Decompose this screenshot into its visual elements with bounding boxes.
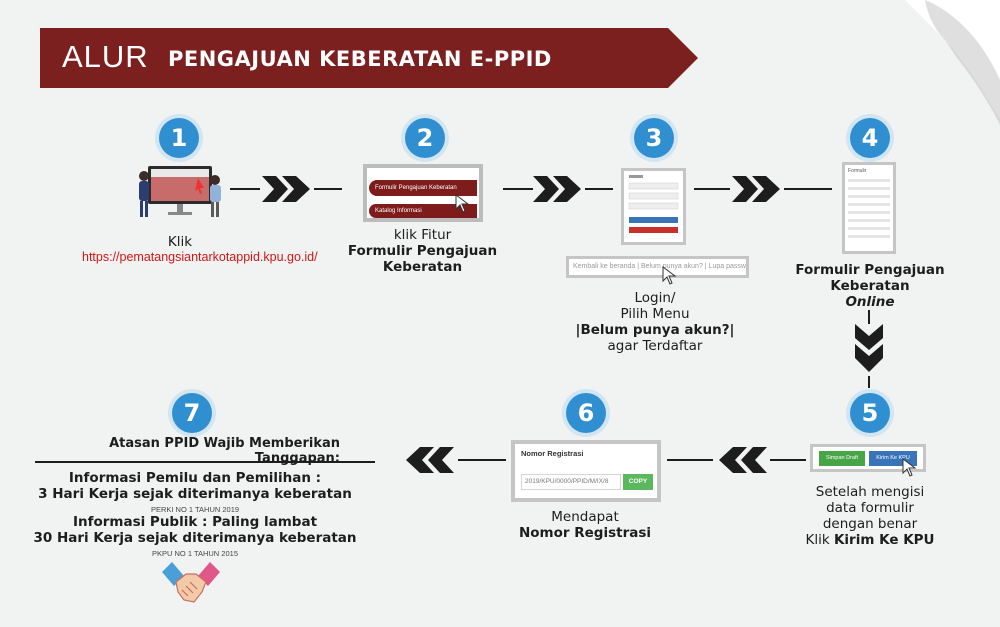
step-2-caption: klik Fitur Formulir Pengajuan Keberatan [340, 227, 505, 275]
chevron-right-icon [533, 176, 581, 202]
connector-line [230, 188, 260, 190]
step-7-circle: 7 [172, 393, 212, 433]
step-2-bold: Formulir Pengajuan Keberatan [347, 243, 498, 275]
step-7-divider [35, 461, 375, 463]
step-2-menu-screenshot: Formulir Pengajuan Keberatan Katalog Inf… [363, 164, 483, 222]
title-banner: ALUR PENGAJUAN KEBERATAN E-PPID [40, 28, 698, 88]
title-main: ALUR [62, 39, 149, 74]
connector-line-vertical [868, 376, 870, 388]
handshake-icon [162, 562, 220, 603]
step-3-line3: agar Terdaftar [607, 338, 703, 354]
chevron-down-icon [855, 324, 883, 372]
step-7-item1-line2: 3 Hari Kerja sejak diterimanya keberatan [38, 486, 352, 502]
step-5-caption: Setelah mengisi data formulir dengan ben… [790, 484, 950, 548]
step-6-circle: 6 [566, 393, 606, 433]
step-5-line2: data formulir [826, 500, 914, 516]
step-3-caption: Login/ Pilih Menu |Belum punya akun?| ag… [570, 290, 740, 354]
connector-line-vertical [868, 310, 870, 324]
step-3-line1: Login/ [634, 290, 676, 306]
step-1-url-link[interactable]: https://pematangsiantarkotappid.kpu.go.i… [82, 250, 318, 264]
cursor-icon [455, 194, 470, 213]
chevron-left-icon [406, 447, 454, 473]
step-5-prefix: Klik [805, 532, 830, 548]
step-5-bold: Kirim Ke KPU [833, 532, 935, 548]
step-7-item2-line2: 30 Hari Kerja sejak diterimanya keberata… [33, 530, 357, 546]
chevron-left-icon [719, 447, 767, 473]
step-3-line2: Pilih Menu [620, 306, 690, 322]
cursor-icon [902, 458, 917, 477]
step-2-circle: 2 [405, 118, 445, 158]
step-1-label: Klik [167, 234, 193, 250]
form-doc-title: Formulir [848, 168, 867, 174]
step-7-item1-line1: Informasi Pemilu dan Pemilihan : [68, 470, 322, 486]
registration-title: Nomor Registrasi [521, 449, 584, 458]
login-links-bar[interactable]: Kembali ke beranda | Belum punya akun? |… [566, 256, 749, 278]
save-draft-button[interactable]: Simpan Draft [819, 451, 865, 466]
chevron-right-icon [732, 176, 780, 202]
step-5-circle: 5 [850, 393, 890, 433]
connector-line [667, 459, 713, 461]
step-7-item1-note: PERKI NO 1 TAHUN 2019 [150, 505, 240, 514]
step-4-caption: Formulir Pengajuan Keberatan Online [790, 262, 950, 310]
step-4-form-screenshot: Formulir [842, 162, 896, 254]
page-curl-decoration [905, 0, 1000, 125]
step-6-line1: Mendapat [551, 509, 619, 525]
copy-button[interactable]: COPY [623, 474, 653, 490]
step-6-bold: Nomor Registrasi [518, 525, 652, 541]
computer-users-icon [139, 166, 221, 217]
step-4-bold: Formulir Pengajuan Keberatan [795, 262, 945, 294]
connector-line [694, 188, 730, 190]
menu-formulir-pengajuan-keberatan[interactable]: Formulir Pengajuan Keberatan [369, 180, 477, 196]
cursor-icon [662, 266, 677, 285]
step-4-italic: Online [845, 294, 895, 310]
chevron-right-icon [262, 176, 310, 202]
connector-line [770, 459, 806, 461]
step-5-line1: Setelah mengisi [815, 484, 925, 500]
step-5-line3: dengan benar [822, 516, 918, 532]
registration-number-field[interactable]: 2019/KPU/0000/PPID/M/IX/8 [521, 474, 621, 490]
step-7-item-1: Informasi Pemilu dan Pemilihan : 3 Hari … [30, 470, 360, 518]
login-form-mock [628, 175, 679, 233]
step-4-circle: 4 [850, 118, 890, 158]
step-1-circle: 1 [159, 118, 199, 158]
connector-line [458, 459, 506, 461]
step-6-registration-screenshot: Nomor Registrasi 2019/KPU/0000/PPID/M/IX… [511, 440, 661, 502]
step-3-login-screenshot [621, 168, 686, 245]
step-7-item2-line1: Informasi Publik : Paling lambat [72, 514, 318, 530]
connector-line [503, 188, 533, 190]
step-7-item-2: Informasi Publik : Paling lambat 30 Hari… [30, 514, 360, 562]
step-2-line1: klik Fitur [393, 227, 452, 243]
connector-line [784, 188, 832, 190]
connector-line [585, 188, 613, 190]
step-7-item2-note: PKPU NO 1 TAHUN 2015 [151, 549, 238, 558]
menu-katalog-informasi[interactable]: Katalog Informasi [369, 204, 477, 218]
connector-line [314, 188, 342, 190]
form-fields-mock [848, 179, 890, 238]
title-sub: PENGAJUAN KEBERATAN E-PPID [168, 47, 552, 71]
step-3-bold: |Belum punya akun?| [575, 322, 735, 338]
step-6-caption: Mendapat Nomor Registrasi [510, 509, 660, 541]
step-3-circle: 3 [634, 118, 674, 158]
